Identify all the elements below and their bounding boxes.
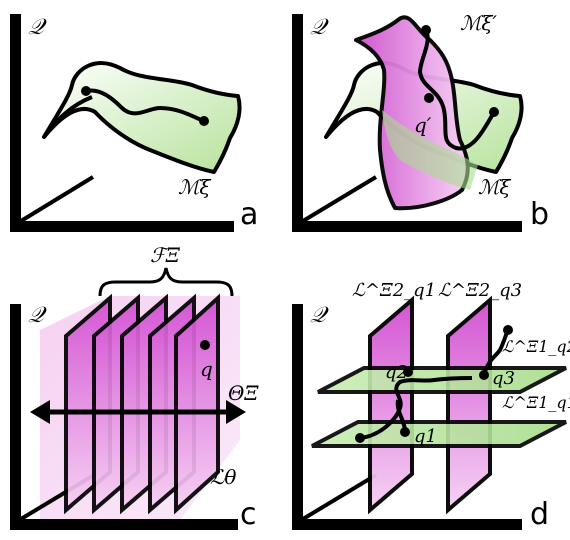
flow-arrow-c [30,400,246,424]
axes-a [10,14,234,232]
panel-c: 𝒬 ℱΞ q ΘΞ ℒθ c [10,243,259,532]
leaf-label-d-q1-e1: ℒ^Ξ1_q1 [502,393,570,412]
point-q-prime [424,93,434,103]
axes-b [292,14,522,232]
endpoint-b-2 [489,107,499,117]
endpoint-d-2 [503,325,513,335]
point-label-q-c: q [200,357,213,381]
panel-d: 𝒬 ℒ^Ξ2_q1 ℒ^Ξ2_q3 ℒ^Ξ1_q2 ℒ^Ξ1_q1 q2 q3 … [292,280,570,532]
panel-letter-d: d [530,497,549,532]
point-q2 [403,367,413,377]
space-label-a: 𝒬 [28,15,47,40]
panel-letter-b: b [530,197,549,232]
manifold-label-a: ℳξ [178,175,211,199]
manifold-surface-a [42,61,242,174]
endpoint-a-1 [81,86,91,96]
foliation-label-c: ℱΞ [150,243,181,267]
leaf-d-vertical-1 [368,295,414,515]
panel-letter-c: c [240,497,257,532]
flow-label-c: ΘΞ [228,381,259,405]
leaf-label-d-q3: ℒ^Ξ2_q3 [438,280,522,301]
panel-letter-a: a [240,197,258,232]
leaf-label-c: ℒθ [210,465,236,489]
point-q-c [200,340,210,350]
manifold2-label-b: ℳξ′ [460,11,497,35]
leaf-label-d-q1: ℒ^Ξ2_q1 [352,280,436,301]
space-label-c: 𝒬 [28,303,47,328]
manifold-label-b: ℳξ [478,175,511,199]
point-label-q-prime: q′ [414,113,432,137]
intersection-band-b [382,110,478,190]
panel-b: 𝒬 ℳξ′ q′ ℳξ b [292,11,549,232]
space-label-b: 𝒬 [310,15,329,40]
endpoint-d-1 [355,433,365,443]
leaf-label-d-q2-e1: ℒ^Ξ1_q2 [502,337,570,356]
point-label-q1: q1 [414,426,437,447]
curve-a [85,88,205,123]
leaf-d-vertical-2 [446,295,492,515]
endpoint-b-1 [421,25,431,35]
point-q3 [479,370,489,380]
curve-d-1 [359,376,473,440]
point-label-q3: q3 [492,368,515,389]
curve-b [417,29,496,151]
leaves-c [64,293,220,515]
axes-d [292,304,522,530]
endpoint-a-2 [199,116,209,126]
leaf-d-horizontal-lower [311,420,567,448]
point-q1 [400,427,410,437]
foliation-brace-c [98,267,234,297]
manifold-fold-a [42,95,93,139]
panel-a: 𝒬 ℳξ a [10,14,258,232]
leaf-c-5 [174,293,220,515]
space-label-d: 𝒬 [310,303,329,328]
point-label-q2: q2 [385,362,408,383]
